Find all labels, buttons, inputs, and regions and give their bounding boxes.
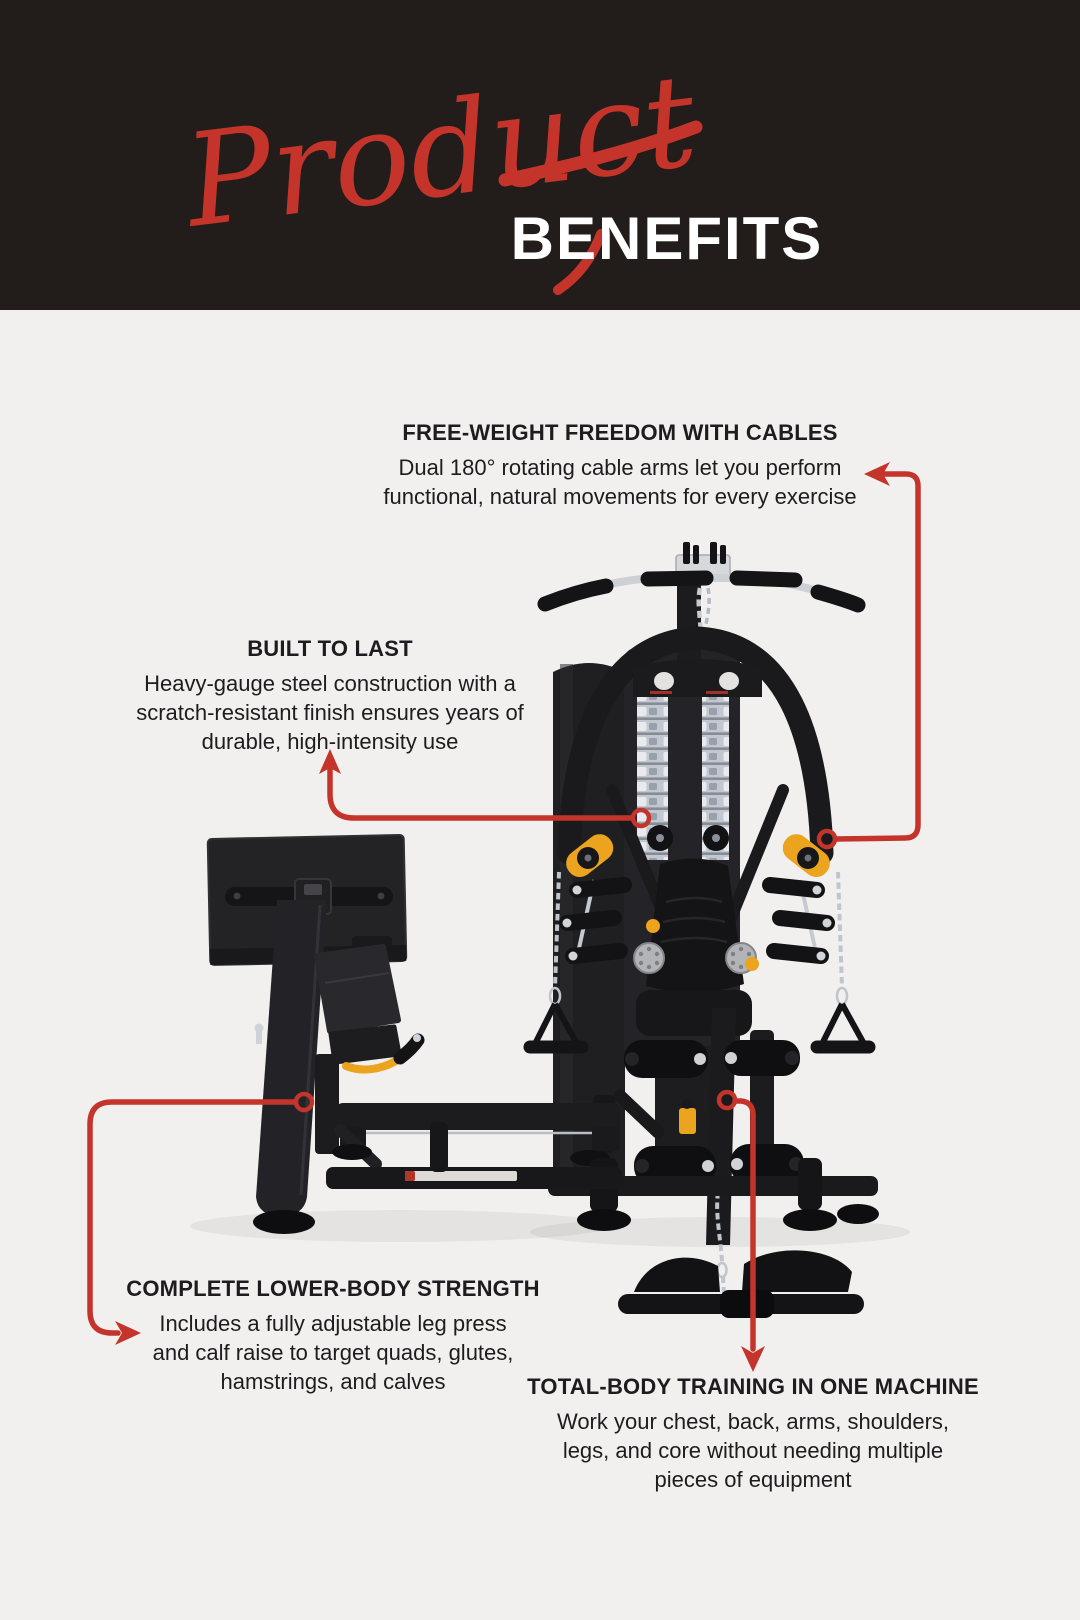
benefit-line: functional, natural movements for every … <box>383 484 857 509</box>
benefit-block-built: BUILT TO LAST Heavy-gauge steel construc… <box>70 636 590 756</box>
benefit-line: Heavy-gauge steel construction with a <box>144 671 516 696</box>
benefit-line: scratch-resistant finish ensures years o… <box>136 700 524 725</box>
header-banner: Product BENEFITS <box>0 0 1080 310</box>
top-chain <box>696 587 703 647</box>
benefit-title: BUILT TO LAST <box>247 636 413 661</box>
base-rail <box>336 1103 620 1130</box>
benefit-block-total-body: TOTAL-BODY TRAINING IN ONE MACHINE Work … <box>478 1374 1028 1494</box>
header-art: Product BENEFITS <box>176 46 824 295</box>
benefit-line: and calf raise to target quads, glutes, <box>152 1340 514 1365</box>
benefit-line: hamstrings, and calves <box>220 1369 446 1394</box>
script-swash <box>498 120 703 187</box>
script-tail-swash <box>553 229 606 295</box>
foot-plate <box>742 1250 852 1292</box>
benefit-line: Work your chest, back, arms, shoulders, <box>556 1409 950 1434</box>
leg-roller <box>724 1040 800 1076</box>
benefit-block-cables: FREE-WEIGHT FREEDOM WITH CABLES Dual 180… <box>320 420 920 511</box>
cable-arch <box>557 626 834 865</box>
leg-press-seat <box>328 1024 402 1065</box>
foot-plate <box>634 1257 720 1292</box>
leg-press-seatback <box>314 944 401 1034</box>
benefit-line: Includes a fully adjustable leg press <box>159 1311 507 1336</box>
benefit-line: pieces of equipment <box>654 1467 852 1492</box>
leg-roller <box>624 1040 708 1078</box>
benefit-line: durable, high-intensity use <box>201 729 459 754</box>
benefit-title: COMPLETE LOWER-BODY STRENGTH <box>126 1276 540 1301</box>
cable-chain-right <box>836 871 844 989</box>
benefit-block-lower-body: COMPLETE LOWER-BODY STRENGTH Includes a … <box>73 1276 593 1396</box>
cable-chain-left <box>553 871 561 989</box>
benefit-line: legs, and core without needing multiple <box>562 1438 944 1463</box>
benefit-line: Dual 180° rotating cable arms let you pe… <box>398 455 842 480</box>
seat-backrest <box>646 858 744 993</box>
benefit-title: FREE-WEIGHT FREEDOM WITH CABLES <box>402 420 838 445</box>
gym-machine-illustration <box>190 542 910 1318</box>
benefit-title: TOTAL-BODY TRAINING IN ONE MACHINE <box>527 1374 979 1399</box>
benefits-title: BENEFITS <box>511 205 824 272</box>
